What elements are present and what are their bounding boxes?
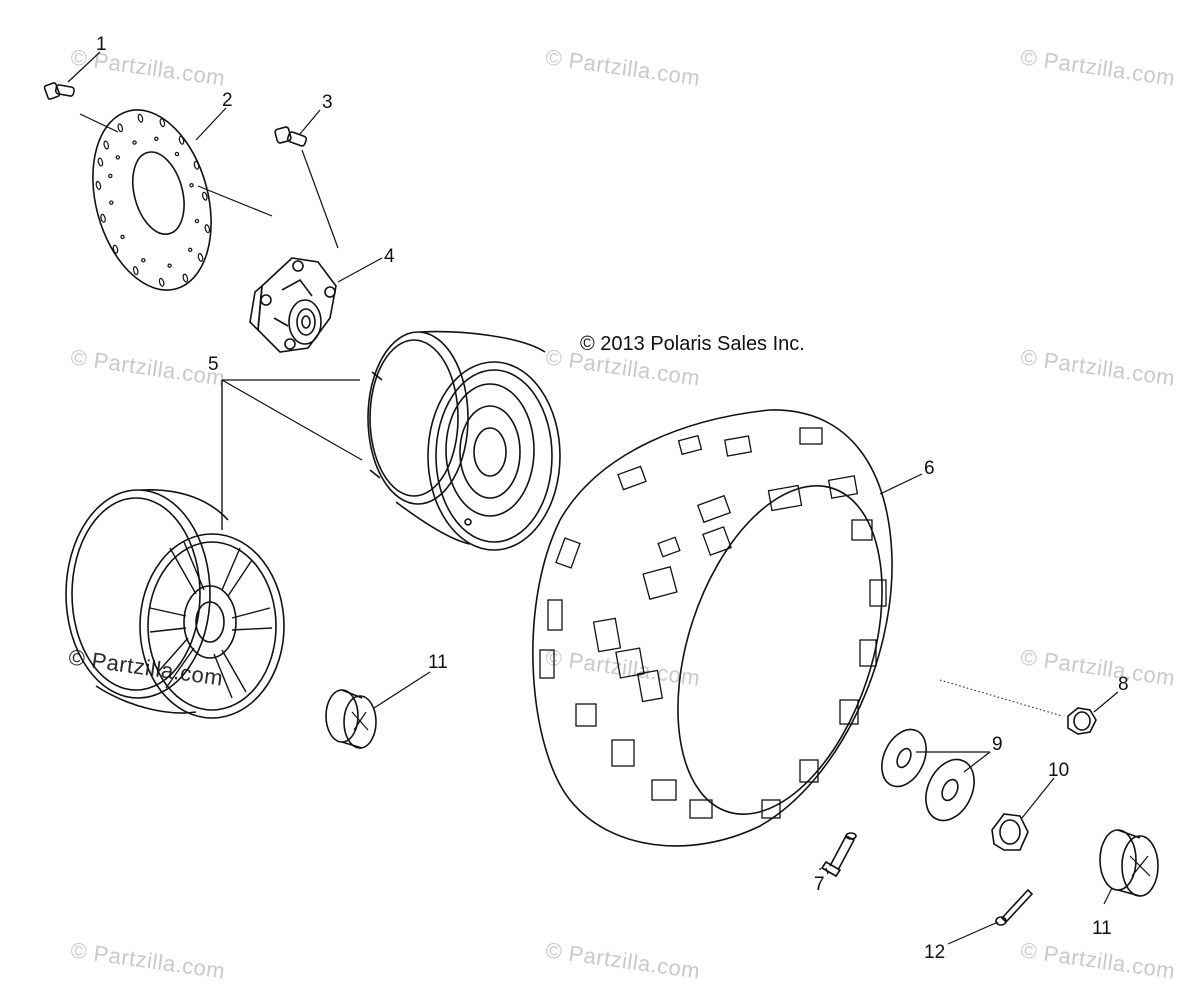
callout-1: 1 [96, 34, 107, 55]
callout-10: 10 [1048, 760, 1069, 781]
copyright-notice: © 2013 Polaris Sales Inc. [580, 333, 805, 355]
callout-9: 9 [992, 734, 1003, 755]
part-11-hub-cap[interactable] [325, 689, 377, 749]
part-12-cotter-pin[interactable] [995, 888, 1034, 926]
part-5-leader-bracket [221, 379, 363, 530]
callout-5: 5 [208, 354, 219, 375]
part-6-tire[interactable] [532, 409, 920, 847]
callout-11-right: 11 [1092, 918, 1112, 939]
part-4-wheel-hub[interactable] [249, 257, 337, 353]
part-8-nut[interactable] [1067, 707, 1097, 735]
callout-12: 12 [924, 942, 945, 963]
part-5-steel-rim[interactable] [367, 330, 561, 551]
callout-4: 4 [384, 246, 395, 267]
callout-labels: 1 2 3 4 5 6 7 8 9 10 11 11 12 [96, 34, 1129, 963]
part-11-hub-cap[interactable] [1099, 829, 1159, 897]
part-5-alloy-rim[interactable] [65, 489, 285, 719]
part-3-bolt[interactable] [274, 126, 308, 147]
callout-8: 8 [1118, 674, 1129, 695]
callout-7: 7 [814, 874, 825, 895]
callout-3: 3 [322, 92, 333, 113]
part-9-washers[interactable] [873, 722, 983, 828]
callout-6: 6 [924, 458, 935, 479]
part-10-hex-nut[interactable] [991, 813, 1029, 851]
callout-11-left: 11 [428, 652, 448, 673]
leader-lines [67, 51, 1119, 945]
callout-2: 2 [222, 90, 233, 111]
part-7-stud[interactable] [820, 832, 857, 878]
part-1-bolt[interactable] [43, 82, 75, 100]
part-2-brake-disc[interactable] [74, 97, 230, 304]
